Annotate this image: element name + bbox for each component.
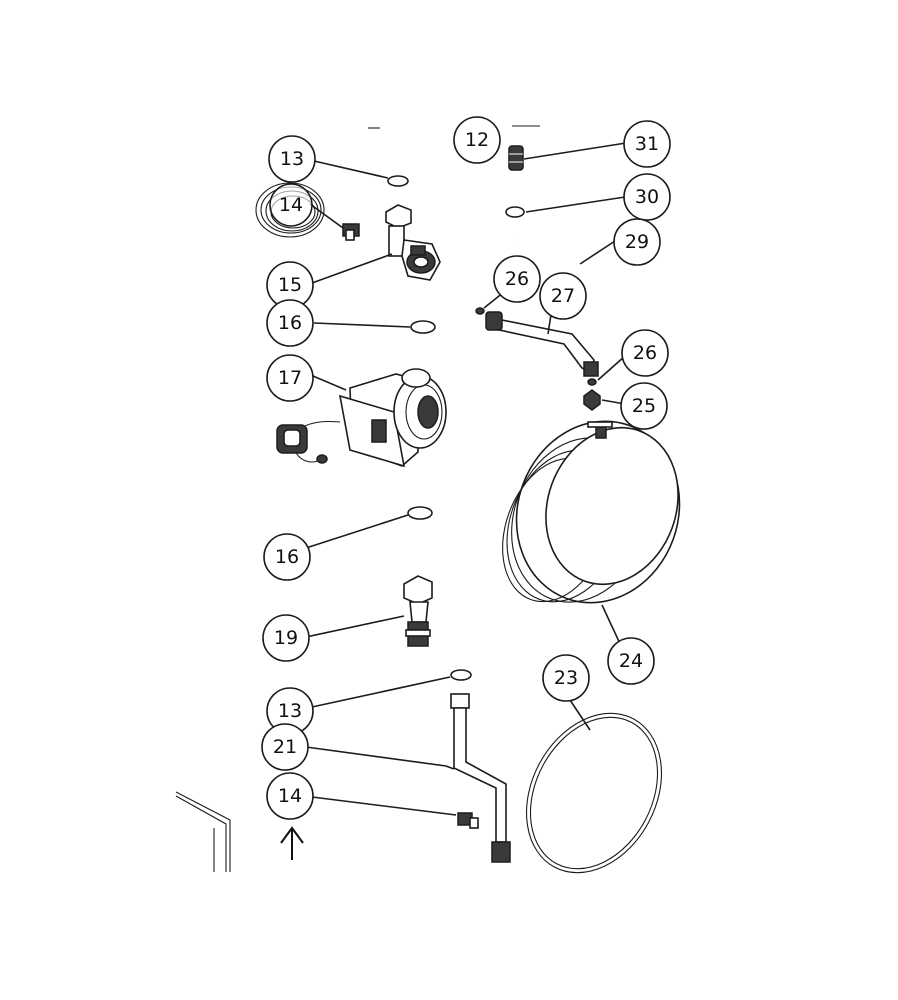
callout-31: 31 — [623, 120, 671, 168]
svg-text:12: 12 — [465, 129, 489, 151]
leader-lines — [305, 142, 627, 816]
callout-23: 23 — [542, 654, 590, 702]
svg-text:14: 14 — [278, 785, 302, 807]
part-17-pump — [276, 368, 447, 468]
svg-text:26: 26 — [633, 342, 657, 364]
callout-13-lower: 13 — [266, 687, 314, 735]
part-21-pipe — [450, 693, 511, 863]
svg-text:16: 16 — [278, 312, 302, 334]
callout-16-lower: 16 — [263, 533, 311, 581]
svg-text:31: 31 — [635, 133, 659, 155]
part-26-washer-lower — [587, 378, 597, 386]
part-14-clip-lower — [457, 812, 479, 829]
part-13-seal — [387, 175, 409, 187]
callout-29: 29 — [613, 218, 661, 266]
svg-text:26: 26 — [505, 268, 529, 290]
callout-14-lower: 14 — [266, 772, 314, 820]
part-16-seal-lower — [407, 506, 433, 520]
svg-text:27: 27 — [551, 285, 575, 307]
frame-corner — [175, 791, 231, 872]
svg-text:13: 13 — [278, 700, 302, 722]
callout-25: 25 — [620, 382, 668, 430]
part-14-clip — [342, 223, 360, 241]
part-31-nipple — [508, 145, 524, 171]
svg-text:25: 25 — [632, 395, 656, 417]
part-23-ring — [525, 712, 663, 874]
callout-26-lower: 26 — [621, 329, 669, 377]
svg-text:30: 30 — [635, 186, 659, 208]
part-13-seal-lower — [450, 669, 472, 681]
callout-14-top: 14 — [269, 183, 313, 227]
callout-26-upper: 26 — [493, 255, 541, 303]
scan-artifact-top — [368, 125, 540, 129]
callout-13-top: 13 — [268, 135, 316, 183]
part-19-fitting — [403, 575, 433, 647]
callout-21: 21 — [261, 723, 309, 771]
part-16-seal-upper — [410, 320, 436, 334]
arrow-up-icon — [280, 826, 304, 860]
svg-text:14: 14 — [279, 194, 303, 216]
svg-text:16: 16 — [275, 546, 299, 568]
part-30-washer — [505, 206, 525, 218]
part-27-pipe — [485, 311, 599, 377]
callout-27: 27 — [539, 272, 587, 320]
callout-19: 19 — [262, 614, 310, 662]
part-15-fitting — [385, 204, 441, 281]
callout-24: 24 — [607, 637, 655, 685]
svg-text:17: 17 — [278, 367, 302, 389]
callout-30: 30 — [623, 173, 671, 221]
callout-12: 12 — [453, 116, 501, 164]
part-24-expansion-vessel — [502, 420, 681, 604]
part-25-nut — [583, 389, 601, 411]
callout-17: 17 — [266, 354, 314, 402]
callout-16-upper: 16 — [266, 299, 314, 347]
svg-text:13: 13 — [280, 148, 304, 170]
svg-text:19: 19 — [274, 627, 298, 649]
svg-text:29: 29 — [625, 231, 649, 253]
svg-text:21: 21 — [273, 736, 297, 758]
part-26-washer-upper — [475, 307, 485, 315]
svg-text:23: 23 — [554, 667, 578, 689]
svg-text:24: 24 — [619, 650, 643, 672]
svg-text:15: 15 — [278, 274, 302, 296]
